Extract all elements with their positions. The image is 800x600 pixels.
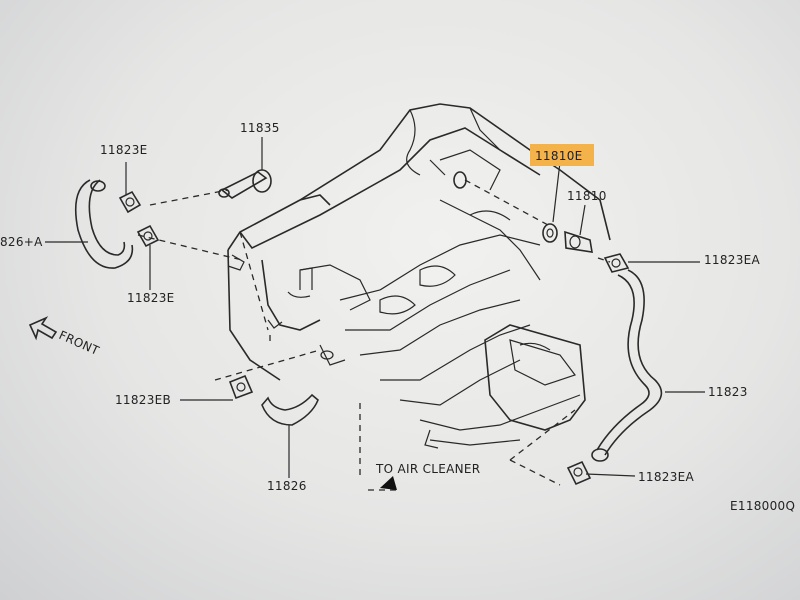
clamp-11823eb[interactable] [228,374,254,400]
clamp-11823ea-top[interactable] [603,253,630,273]
label-11835: 11835 [240,121,280,135]
leader-lines [45,137,705,478]
label-11826a: 826+A [0,235,43,249]
label-11810e: 11810E [535,149,583,163]
label-11823e-bottom: 11823E [127,291,175,305]
label-11826: 11826 [267,479,307,493]
label-11823ea-bottom: 11823EA [638,470,695,484]
routing-lines [137,179,611,491]
label-11823ea-top: 11823EA [704,253,761,267]
label-to-air-cleaner: TO AIR CLEANER [375,462,480,476]
label-diagram-code: E118000Q [730,499,795,513]
clamp-11823ea-bottom[interactable] [566,460,592,486]
hose-11823[interactable] [591,269,663,462]
hose-11826a[interactable] [74,179,134,269]
label-front: FRONT [57,328,102,358]
clamp-11823e-bottom[interactable] [136,224,160,248]
pcv-valve-11810[interactable] [564,230,593,253]
air-cleaner-arrow-icon [380,476,397,490]
label-11810: 11810 [567,189,607,203]
front-arrow-icon [28,316,58,341]
highlight-11810e [530,144,594,166]
clamp-11823e-top[interactable] [118,190,142,214]
label-11823: 11823 [708,385,748,399]
hose-11835[interactable] [218,169,272,199]
engine-assembly [227,103,611,449]
hose-11826[interactable] [261,393,319,426]
label-11823e-top: 11823E [100,143,148,157]
fitting-11810e[interactable] [453,171,558,243]
label-11823eb: 11823EB [115,393,171,407]
